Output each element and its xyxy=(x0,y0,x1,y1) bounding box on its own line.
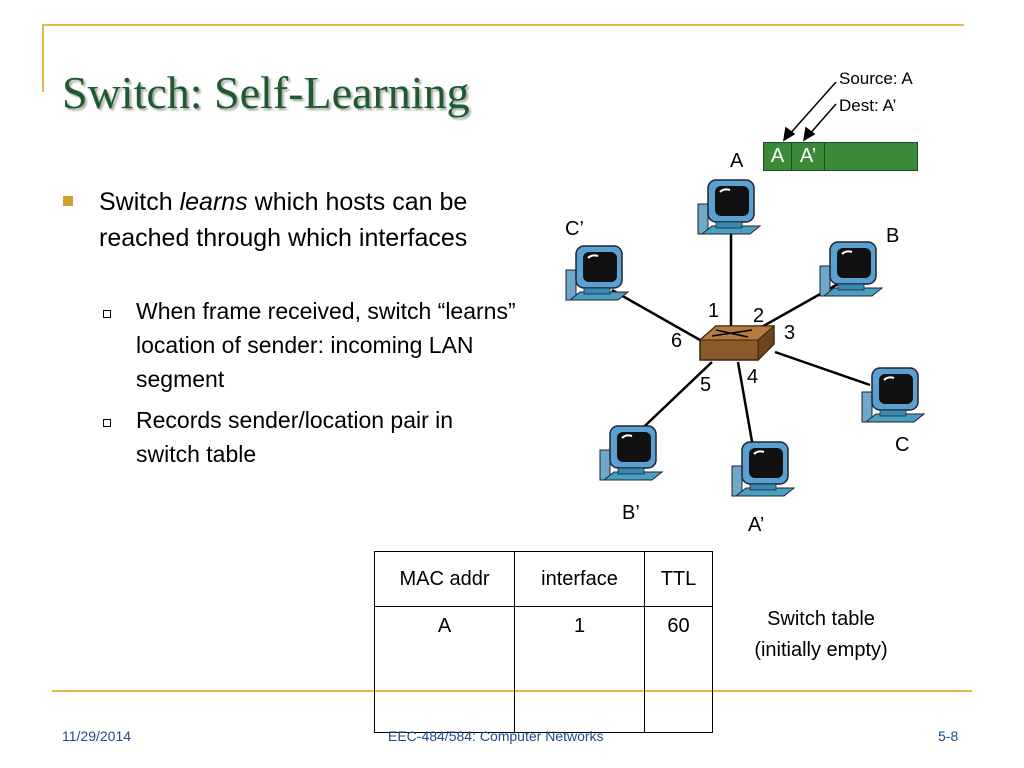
main-bullet-em: learns xyxy=(179,188,248,216)
host-label-C-prime: C’ xyxy=(565,218,584,240)
port-4: 4 xyxy=(747,366,759,388)
sub-bullet-marker xyxy=(103,419,111,427)
port-5: 5 xyxy=(700,374,712,396)
computer-A-prime-icon xyxy=(731,441,795,497)
col-mac-addr: MAC addr xyxy=(374,551,515,607)
frame-bar: A A’ xyxy=(763,142,918,171)
frame-dest-cell: A’ xyxy=(792,143,825,170)
arrow-dest-head xyxy=(802,126,816,142)
col-interface: interface xyxy=(514,551,645,607)
switch-icon xyxy=(698,324,776,362)
frame-source-cell: A xyxy=(764,143,792,170)
computer-C-icon xyxy=(861,367,925,423)
switch-table-header-row: MAC addr interface TTL xyxy=(374,551,713,607)
switch-table-caption: Switch table (initially empty) xyxy=(736,604,906,666)
cell-mac: A xyxy=(374,606,515,733)
host-label-B-prime: B’ xyxy=(622,502,640,524)
top-rule xyxy=(42,24,964,26)
annotation-dest: Dest: A’ xyxy=(839,96,897,115)
annotation-source: Source: A xyxy=(839,69,913,88)
sub-bullet-1: When frame received, switch “learns” loc… xyxy=(136,298,516,392)
port-1: 1 xyxy=(708,300,720,322)
left-rule xyxy=(42,24,44,92)
switch-table: MAC addr interface TTL A 1 60 xyxy=(374,551,713,733)
caption-line-1: Switch table xyxy=(767,608,875,630)
arrow-source xyxy=(787,81,837,137)
main-bullet-post: which hosts can be reached through which… xyxy=(99,188,468,252)
arrow-source-head xyxy=(782,126,796,142)
caption-line-2: (initially empty) xyxy=(754,639,888,661)
slide-title: Switch: Self-Learning xyxy=(62,67,470,118)
computer-C-prime-icon xyxy=(565,245,629,301)
host-label-C: C xyxy=(895,434,910,456)
host-label-B: B xyxy=(886,225,900,247)
link-C xyxy=(774,350,871,387)
port-2: 2 xyxy=(753,305,765,327)
table-row: A 1 60 xyxy=(374,606,713,733)
computer-B-icon xyxy=(819,241,883,297)
computer-B-prime-icon xyxy=(599,425,663,481)
host-label-A: A xyxy=(730,150,744,172)
cell-ttl: 60 xyxy=(644,606,713,733)
footer-date: 11/29/2014 xyxy=(62,728,132,744)
main-bullet-pre: Switch xyxy=(99,188,180,216)
footer-course: EEC-484/584: Computer Networks xyxy=(388,728,604,744)
bullet-marker xyxy=(63,196,73,206)
port-3: 3 xyxy=(784,322,796,344)
col-ttl: TTL xyxy=(644,551,713,607)
computer-A-icon xyxy=(697,179,761,235)
port-6: 6 xyxy=(671,330,683,352)
host-label-A-prime: A’ xyxy=(748,514,765,536)
footer-page: 5-8 xyxy=(938,728,959,744)
main-bullet: Switch learns which hosts can be reached… xyxy=(99,184,529,256)
sub-bullet-2: Records sender/location pair in switch t… xyxy=(136,407,454,467)
cell-interface: 1 xyxy=(514,606,645,733)
sub-bullet-marker xyxy=(103,310,111,318)
link-C-prime xyxy=(611,288,701,342)
arrow-dest xyxy=(807,103,837,137)
